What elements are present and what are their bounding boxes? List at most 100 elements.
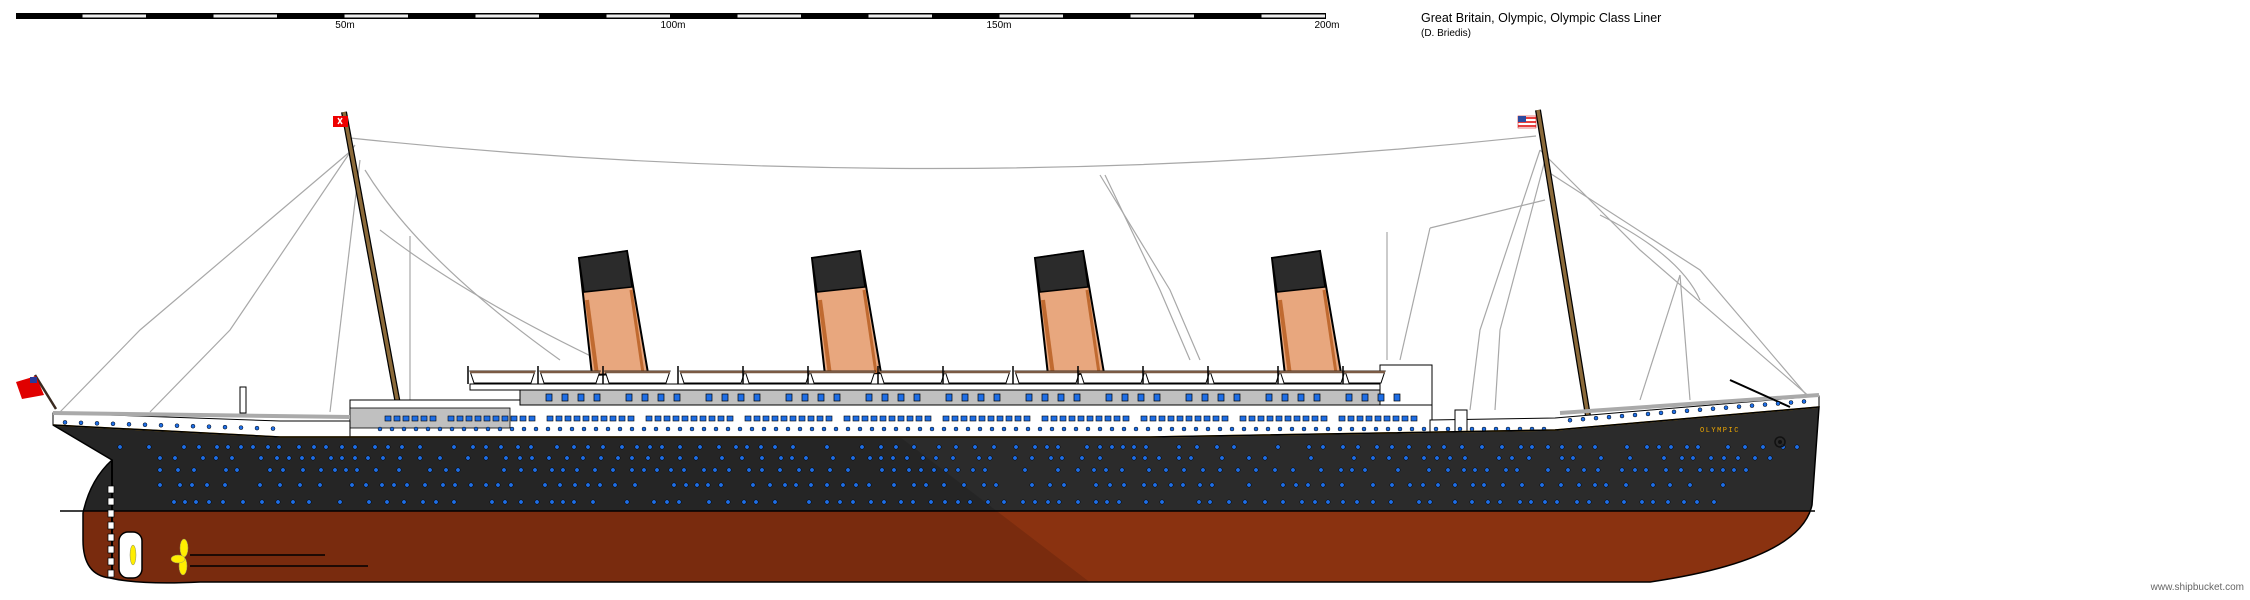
porthole bbox=[1104, 499, 1110, 505]
window bbox=[1113, 415, 1121, 422]
window bbox=[1361, 393, 1369, 402]
window bbox=[1057, 393, 1065, 402]
porthole bbox=[1093, 482, 1099, 488]
porthole bbox=[749, 426, 755, 432]
window bbox=[1311, 415, 1319, 422]
porthole bbox=[1262, 455, 1268, 461]
porthole bbox=[1320, 482, 1326, 488]
porthole bbox=[706, 499, 712, 505]
porthole bbox=[645, 455, 651, 461]
window bbox=[913, 393, 921, 402]
porthole bbox=[1152, 482, 1158, 488]
funnel bbox=[577, 249, 650, 377]
scale-label-100m: 100m bbox=[660, 20, 686, 31]
window bbox=[456, 415, 464, 422]
porthole bbox=[1209, 482, 1215, 488]
porthole bbox=[929, 426, 935, 432]
hull-ship-name: OLYMPIC bbox=[1700, 427, 1740, 435]
lifeboat bbox=[1012, 366, 1081, 384]
porthole bbox=[1650, 482, 1656, 488]
porthole bbox=[1121, 482, 1127, 488]
porthole bbox=[306, 499, 312, 505]
porthole bbox=[1619, 467, 1625, 473]
porthole bbox=[1559, 444, 1565, 450]
porthole bbox=[898, 499, 904, 505]
porthole bbox=[991, 444, 997, 450]
porthole bbox=[1085, 426, 1091, 432]
porthole bbox=[718, 482, 724, 488]
window bbox=[789, 415, 797, 422]
porthole bbox=[332, 467, 338, 473]
lifeboat bbox=[1277, 366, 1346, 384]
porthole bbox=[1277, 426, 1283, 432]
porthole bbox=[485, 426, 491, 432]
porthole bbox=[713, 426, 719, 432]
porthole bbox=[489, 499, 495, 505]
porthole bbox=[1200, 467, 1206, 473]
porthole bbox=[343, 467, 349, 473]
porthole bbox=[1687, 482, 1693, 488]
porthole bbox=[146, 444, 152, 450]
porthole bbox=[557, 482, 563, 488]
window bbox=[762, 415, 770, 422]
porthole bbox=[866, 482, 872, 488]
porthole bbox=[1197, 482, 1203, 488]
porthole bbox=[867, 455, 873, 461]
window bbox=[708, 415, 716, 422]
porthole bbox=[891, 467, 897, 473]
window bbox=[519, 415, 527, 422]
porthole bbox=[1679, 455, 1685, 461]
porthole bbox=[651, 499, 657, 505]
window bbox=[1297, 393, 1305, 402]
porthole bbox=[1452, 499, 1458, 505]
porthole bbox=[941, 482, 947, 488]
window bbox=[1257, 415, 1265, 422]
porthole bbox=[1299, 499, 1305, 505]
window bbox=[1233, 393, 1241, 402]
window bbox=[429, 415, 437, 422]
window bbox=[1073, 393, 1081, 402]
draft-mark bbox=[107, 545, 115, 554]
porthole bbox=[1032, 444, 1038, 450]
porthole bbox=[1351, 455, 1357, 461]
porthole bbox=[1262, 499, 1268, 505]
window bbox=[1221, 415, 1229, 422]
porthole bbox=[1109, 426, 1115, 432]
porthole bbox=[554, 444, 560, 450]
porthole bbox=[809, 467, 815, 473]
porthole bbox=[142, 422, 148, 428]
window bbox=[492, 415, 500, 422]
window bbox=[483, 415, 491, 422]
porthole bbox=[1133, 426, 1139, 432]
porthole bbox=[1500, 482, 1506, 488]
porthole bbox=[1169, 426, 1175, 432]
porthole bbox=[1374, 444, 1380, 450]
porthole bbox=[1581, 467, 1587, 473]
porthole bbox=[773, 426, 779, 432]
window bbox=[1153, 393, 1161, 402]
porthole bbox=[258, 455, 264, 461]
porthole bbox=[1529, 444, 1535, 450]
window bbox=[1265, 393, 1273, 402]
porthole bbox=[238, 444, 244, 450]
porthole bbox=[1362, 467, 1368, 473]
window bbox=[474, 415, 482, 422]
window bbox=[1005, 415, 1013, 422]
porthole bbox=[455, 467, 461, 473]
porthole bbox=[797, 426, 803, 432]
porthole bbox=[1337, 426, 1343, 432]
porthole bbox=[229, 455, 235, 461]
porthole bbox=[223, 467, 229, 473]
porthole bbox=[276, 444, 282, 450]
porthole bbox=[777, 467, 783, 473]
porthole bbox=[1658, 410, 1664, 416]
porthole bbox=[654, 467, 660, 473]
porthole bbox=[267, 467, 273, 473]
window bbox=[1365, 415, 1373, 422]
porthole bbox=[542, 482, 548, 488]
draft-mark bbox=[107, 533, 115, 542]
porthole bbox=[1194, 444, 1200, 450]
porthole bbox=[366, 499, 372, 505]
porthole bbox=[1176, 444, 1182, 450]
